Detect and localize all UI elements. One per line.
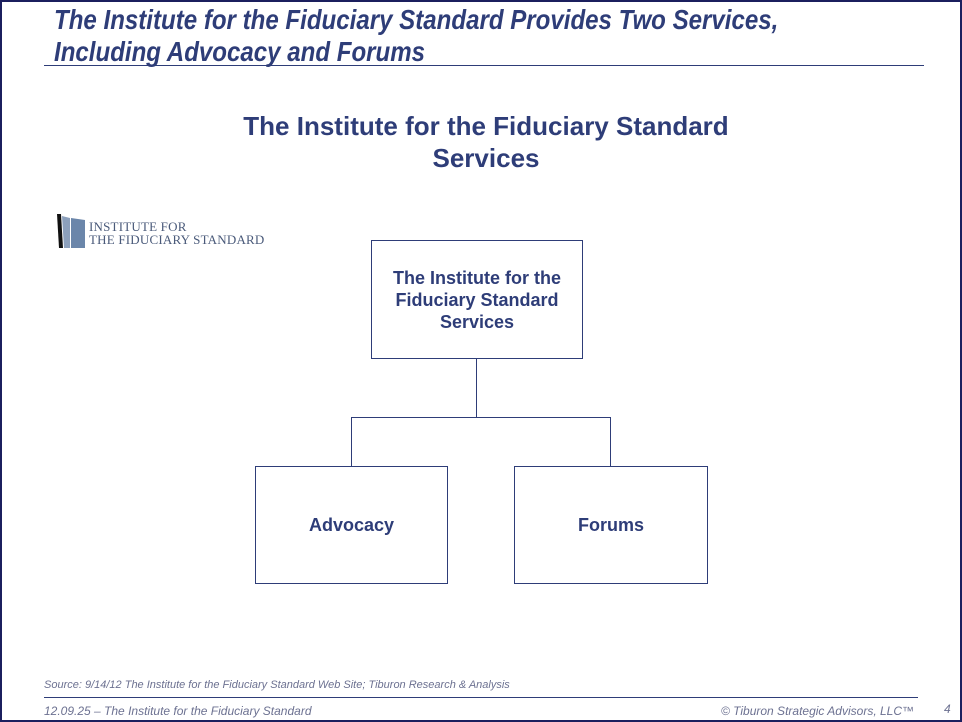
chart-heading: The Institute for the Fiduciary Standard… [186, 110, 786, 174]
heading-line-2: Services [432, 143, 540, 173]
connector-left [351, 417, 352, 466]
advocacy-label: Advocacy [308, 515, 395, 535]
title-divider [44, 65, 924, 66]
title-line-2: Including Advocacy and Forums [54, 36, 426, 67]
org-advocacy-box: Advocacy [255, 466, 448, 584]
connector-vertical [476, 358, 477, 417]
org-root-label: The Institute for the Fiduciary Standard… [393, 267, 561, 332]
footer-copyright: © Tiburon Strategic Advisors, LLC™ [720, 704, 914, 718]
org-forums-box: Forums [514, 466, 708, 584]
logo-book-icon [57, 214, 85, 248]
footer-divider [44, 697, 918, 698]
forums-label: Forums [577, 515, 644, 535]
title-line-1: The Institute for the Fiduciary Standard… [54, 4, 779, 35]
footer-date-title: 12.09.25 – The Institute for the Fiducia… [44, 704, 312, 718]
heading-line-1: The Institute for the Fiduciary Standard [243, 111, 729, 141]
slide-title: The Institute for the Fiduciary Standard… [54, 4, 778, 68]
org-root-box: The Institute for the Fiduciary Standard… [371, 240, 583, 359]
connector-horizontal [351, 417, 611, 418]
institute-logo: INSTITUTE FOR THE FIDUCIARY STANDARD [55, 212, 267, 248]
connector-right [610, 417, 611, 466]
page-number: 4 [944, 702, 951, 716]
logo-text-2: THE FIDUCIARY STANDARD [89, 232, 265, 247]
source-note: Source: 9/14/12 The Institute for the Fi… [44, 679, 510, 691]
logo-text-1: INSTITUTE FOR [89, 219, 187, 234]
